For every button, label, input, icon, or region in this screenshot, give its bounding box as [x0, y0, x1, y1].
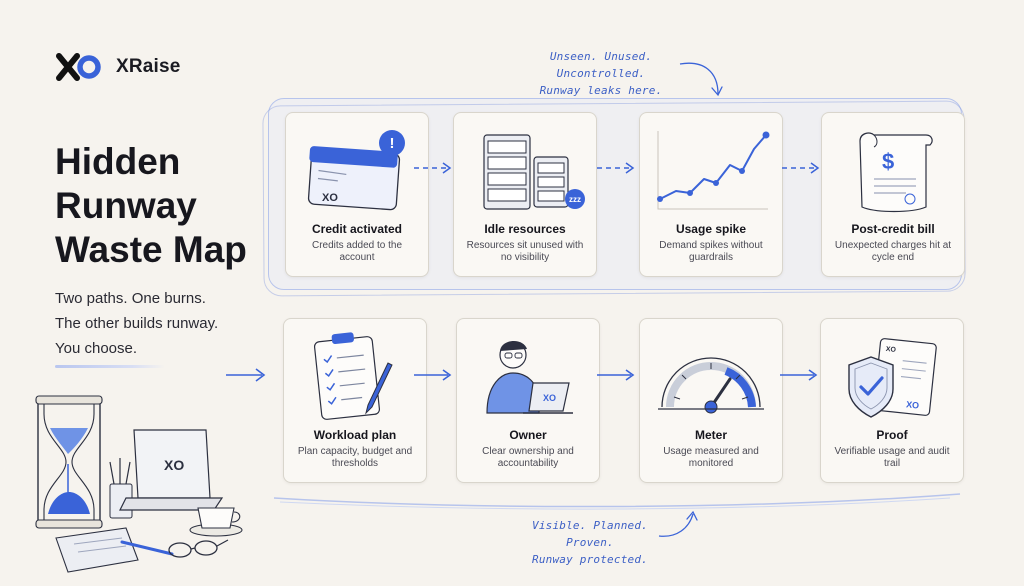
tagline: Two paths. One burns. The other builds r… — [55, 286, 275, 361]
svg-text:XO: XO — [885, 346, 896, 354]
step-card-workload-plan[interactable]: Workload plan Plan capacity, budget and … — [283, 318, 427, 483]
brand[interactable]: XRaise — [56, 52, 181, 82]
step-title: Meter — [694, 428, 727, 442]
step-desc: Verifiable usage and audit trail — [834, 446, 950, 469]
svg-text:XO: XO — [543, 393, 556, 403]
arrow-right-icon — [597, 369, 635, 381]
hourglass-icon — [35, 395, 103, 529]
step-title: Owner — [509, 428, 547, 442]
step-title: Credit activated — [311, 222, 403, 236]
laptop-icon: XO — [119, 429, 224, 511]
arrow-right-icon — [782, 162, 820, 174]
gauge-icon — [658, 357, 764, 414]
svg-text:XO: XO — [164, 457, 184, 473]
step-card-usage-spike[interactable]: Usage spike Demand spikes without guardr… — [639, 112, 783, 277]
step-card-idle-resources[interactable]: zzz Idle resources Resources sit unused … — [453, 112, 597, 277]
dollar-sign: $ — [882, 149, 894, 174]
step-title: Workload plan — [313, 428, 397, 442]
step-title: Post-credit bill — [851, 222, 935, 236]
title-line: Runway — [55, 185, 197, 226]
step-card-credit-activated[interactable]: XO ! Credit activated Credits added to t… — [285, 112, 429, 277]
step-desc: Usage measured and monitored — [663, 446, 759, 469]
curved-arrow-icon — [658, 510, 698, 537]
alert-badge: ! — [390, 135, 395, 152]
step-title: Proof — [876, 428, 908, 442]
desk-illustration: XO — [35, 395, 243, 573]
step-title: Idle resources — [484, 222, 566, 236]
note-line: Runway leaks here. — [539, 84, 663, 97]
shield-check-icon: XO XO — [848, 338, 937, 418]
step-card-meter[interactable]: Meter Usage measured and monitored — [639, 318, 783, 483]
step-desc: Resources sit unused with no visibility — [466, 240, 584, 263]
line-chart-icon — [657, 131, 770, 210]
runway-note: Visible. Planned. Proven. Runway protect… — [515, 517, 665, 568]
step-desc: Clear ownership and accountability — [482, 446, 574, 469]
step-desc: Unexpected charges hit at cycle end — [834, 240, 952, 263]
step-card-post-credit-bill[interactable]: $ Post-credit bill Unexpected charges hi… — [821, 112, 965, 277]
clipboard-icon — [313, 332, 393, 420]
svg-text:XO: XO — [322, 192, 338, 204]
step-desc: Demand spikes without guardrails — [659, 240, 763, 263]
note-line: Unseen. Unused. Uncontrolled. — [549, 50, 653, 80]
person-laptop-icon: XO — [486, 340, 573, 414]
notebook-icon — [55, 527, 174, 573]
title-line: Hidden — [55, 141, 181, 182]
page-title: Hidden Runway Waste Map — [55, 140, 285, 272]
arrow-right-icon — [414, 162, 452, 174]
tagline-underline — [55, 365, 165, 368]
step-desc: Plan capacity, budget and thresholds — [297, 446, 413, 469]
server-icon: zzz — [483, 134, 585, 210]
step-title: Usage spike — [675, 222, 747, 236]
tagline-line: The other builds runway. — [55, 315, 219, 332]
credit-card-icon: XO ! — [307, 130, 405, 211]
note-line: Visible. Planned. Proven. — [532, 519, 648, 549]
step-card-owner[interactable]: XO Owner Clear ownership and accountabil… — [456, 318, 600, 483]
title-line: Waste Map — [55, 229, 247, 270]
step-desc: Credits added to the account — [311, 240, 403, 263]
arrow-right-icon — [414, 369, 452, 381]
waste-note: Unseen. Unused. Uncontrolled. Runway lea… — [506, 48, 696, 99]
sleep-badge: zzz — [569, 195, 581, 204]
xo-logo-icon — [56, 53, 101, 81]
svg-text:XO: XO — [906, 399, 920, 410]
tagline-line: You choose. — [55, 340, 138, 357]
note-line: Runway protected. — [532, 553, 648, 566]
invoice-icon: $ — [859, 132, 933, 213]
runway-sweep-line — [273, 493, 961, 510]
arrow-right-icon — [226, 368, 266, 382]
arrow-right-icon — [780, 369, 818, 381]
brand-name: XRaise — [116, 56, 181, 77]
arrow-right-icon — [597, 162, 635, 174]
curved-arrow-icon — [679, 62, 723, 97]
tagline-line: Two paths. One burns. — [55, 290, 206, 307]
glasses-icon — [168, 539, 229, 558]
step-card-proof[interactable]: XO XO Proof Verifiable usage and audit t… — [820, 318, 964, 483]
coffee-cup-icon — [189, 507, 243, 537]
